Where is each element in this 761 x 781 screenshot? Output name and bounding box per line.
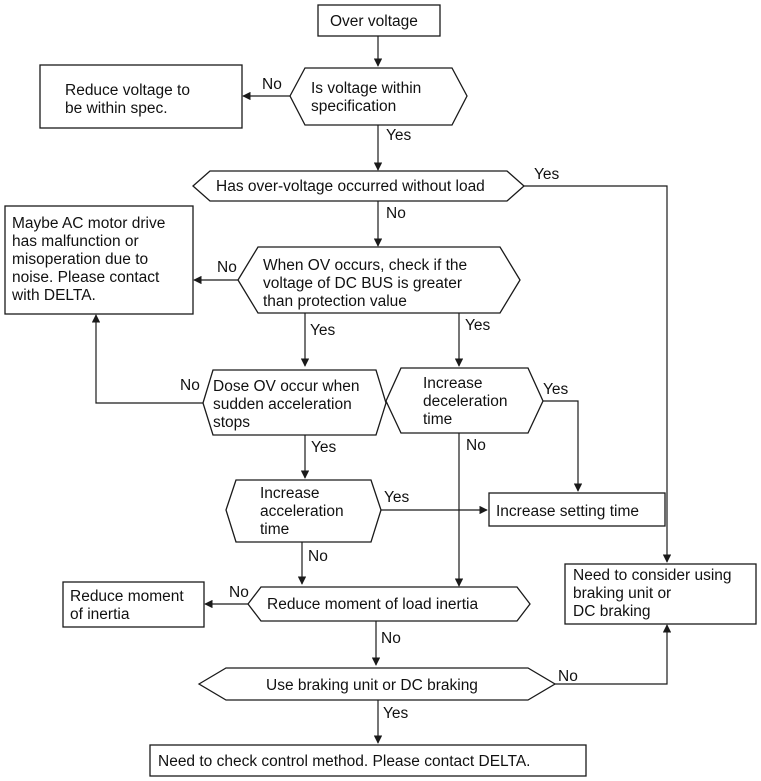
text-line: Dose OV occur when — [213, 378, 359, 395]
label-use-braking: Use braking unit or DC braking — [266, 677, 478, 694]
answer-braking-yes: Yes — [383, 705, 409, 722]
node-check-dc-bus — [237, 246, 521, 314]
text-line: braking unit or — [573, 585, 671, 602]
text-line: Over voltage — [330, 13, 418, 30]
answer-dcbus-yes-right: Yes — [465, 317, 491, 334]
node-reduce-inertia — [62, 581, 205, 628]
answer-loadinertia-no-down: No — [381, 630, 401, 647]
edge-noload-yes — [524, 185, 672, 563]
text-line: of inertia — [70, 606, 130, 623]
text-line: Need to check control method. Please con… — [158, 753, 530, 770]
text-line: Is voltage within — [311, 80, 421, 97]
answer-spec-yes: Yes — [386, 127, 412, 144]
text-line: voltage of DC BUS is greater — [263, 275, 462, 292]
node-voltage-in-spec — [289, 67, 468, 126]
label-check-control: Need to check control method. Please con… — [158, 753, 530, 770]
text-line: Maybe AC motor drive — [12, 215, 165, 232]
text-line: specification — [311, 98, 396, 115]
edge-braking-no — [555, 624, 672, 685]
text-line: DC braking — [573, 603, 651, 620]
node-consider-braking — [564, 563, 757, 625]
answer-braking-no: No — [558, 668, 578, 685]
node-check-control — [149, 744, 587, 777]
node-increase-decel — [385, 367, 544, 434]
answer-decel-no: No — [466, 437, 486, 454]
node-over-voltage — [317, 4, 441, 37]
text-line: noise. Please contact — [12, 269, 160, 286]
text-line: Reduce voltage to — [65, 82, 190, 99]
answer-dcbus-yes-left: Yes — [310, 322, 336, 339]
answer-noload-no: No — [386, 205, 406, 222]
node-ov-without-load — [192, 170, 525, 202]
node-reduce-load-inertia — [247, 586, 531, 622]
branch-labels: No Yes Yes No No Yes Yes No Yes Yes No Y… — [180, 76, 578, 722]
answer-accel-yes: Yes — [384, 489, 410, 506]
text-line: Reduce moment — [70, 588, 184, 605]
answer-noload-yes: Yes — [534, 166, 560, 183]
text-line: time — [260, 521, 289, 538]
text-line: stops — [213, 414, 250, 431]
label-over-voltage: Over voltage — [330, 13, 418, 30]
text-line: sudden acceleration — [213, 396, 352, 413]
text-line: with DELTA. — [11, 287, 96, 304]
text-line: Has over-voltage occurred without load — [216, 178, 485, 195]
text-line: has malfunction or — [12, 233, 139, 250]
text-line: Reduce moment of load inertia — [267, 596, 478, 613]
text-line: deceleration — [423, 393, 507, 410]
node-maybe-malfunction — [4, 205, 194, 315]
node-ov-accel-stops — [202, 369, 387, 436]
node-increase-accel — [225, 479, 382, 543]
shapes — [4, 4, 757, 777]
answer-dcbus-no: No — [217, 259, 237, 276]
answer-decel-yes: Yes — [543, 381, 569, 398]
text-line: be within spec. — [65, 100, 168, 117]
text-line: misoperation due to — [12, 251, 148, 268]
node-reduce-voltage — [39, 64, 243, 129]
text-line: time — [423, 411, 452, 428]
text-line: Use braking unit or DC braking — [266, 677, 478, 694]
answer-loadinertia-no-left: No — [229, 584, 249, 601]
answer-accelstops-yes: Yes — [311, 439, 337, 456]
answer-spec-no: No — [262, 76, 282, 93]
text-line: acceleration — [260, 503, 344, 520]
label-increase-setting: Increase setting time — [496, 503, 639, 520]
node-increase-setting — [488, 492, 666, 527]
text-line: When OV occurs, check if the — [263, 257, 467, 274]
connectors — [91, 36, 672, 744]
text-line: than protection value — [263, 293, 407, 310]
edge-decel-yes — [543, 400, 583, 492]
label-reduce-load-inertia: Reduce moment of load inertia — [267, 596, 478, 613]
label-ov-without-load: Has over-voltage occurred without load — [216, 178, 485, 195]
text-line: Need to consider using — [573, 567, 732, 584]
edge-accelstops-no — [91, 314, 203, 404]
text-line: Increase — [260, 485, 319, 502]
node-use-braking — [197, 667, 557, 701]
text-line: Increase setting time — [496, 503, 639, 520]
text-line: Increase — [423, 375, 482, 392]
answer-accelstops-no: No — [180, 377, 200, 394]
answer-accel-no: No — [308, 548, 328, 565]
